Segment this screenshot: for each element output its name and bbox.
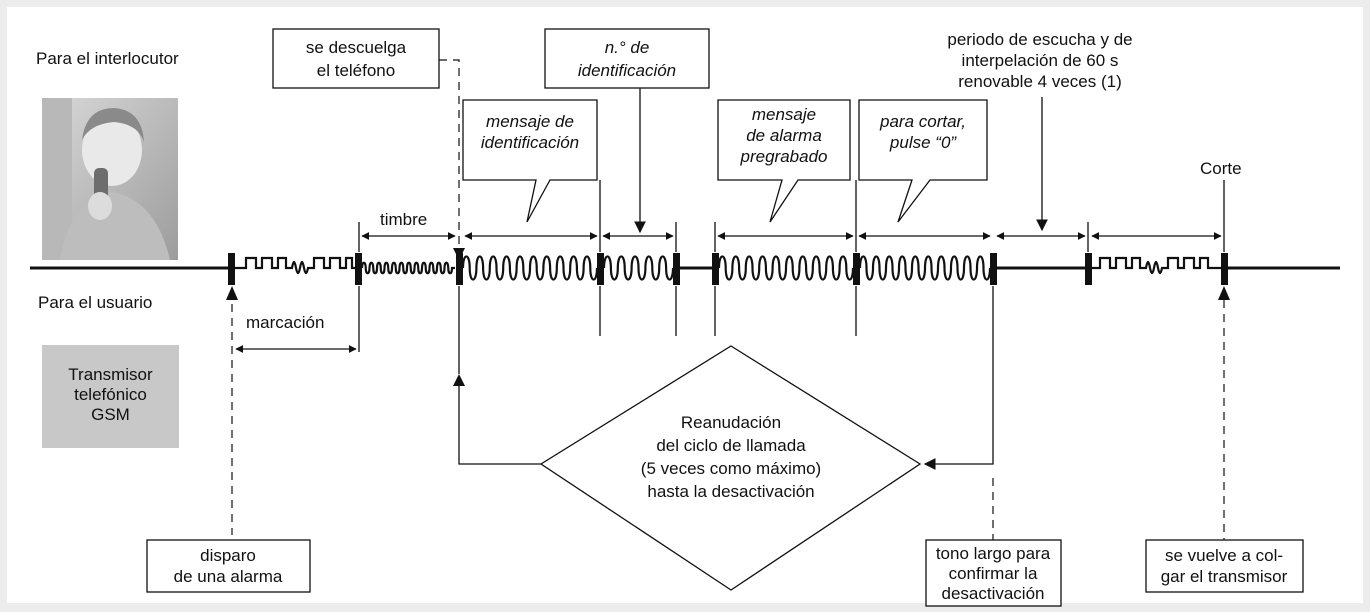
alarm-message-line-2: de alarma [746, 126, 822, 145]
descuelga-box [272, 28, 440, 89]
descuelga-pointer [439, 59, 460, 248]
duration-arrows [235, 232, 1222, 353]
long-tone-line-3: desactivación [941, 584, 1044, 603]
identification-message-signal [461, 255, 599, 281]
alarm-trigger-line-1: disparo [200, 546, 256, 565]
hangup-arrowhead [1218, 286, 1230, 300]
descuelga-line-2: el teléfono [317, 61, 395, 80]
retry-loop [453, 286, 994, 470]
alarm-message-signal [717, 255, 855, 281]
corte-label: Corte [1200, 159, 1242, 178]
event-markers [228, 253, 1228, 285]
alarm-message-line-1: mensaje [752, 105, 816, 124]
transmisor-box [42, 345, 179, 448]
listening-period-line-3: renovable 4 veces (1) [958, 72, 1121, 91]
alarm-trigger-box [146, 539, 311, 593]
hangup-box [1145, 539, 1304, 593]
descuelga-arrowhead [453, 248, 465, 260]
alarm-trigger-line-2: de una alarma [174, 567, 283, 586]
id-number-signal [602, 255, 675, 281]
transmisor-line-2: telefónico [74, 385, 147, 404]
identification-message-callout [462, 99, 598, 223]
retry-decision-diamond [539, 345, 922, 591]
id-number-line-2: identificación [578, 61, 676, 80]
transmisor-line-1: Transmisor [68, 365, 153, 384]
hangup-instruction-signal [858, 255, 992, 281]
alarm-trigger-arrowhead [226, 286, 238, 300]
usuario-label: Para el usuario [38, 293, 152, 312]
ring-signal [360, 261, 455, 275]
identification-message-line-1: mensaje de [486, 112, 574, 131]
long-tone-box [925, 539, 1062, 607]
interlocutor-label: Para el interlocutor [36, 49, 179, 68]
diamond-line-4: hasta la desactivación [647, 482, 814, 501]
dialing-signal-1 [232, 256, 358, 275]
long-tone-line-1: tono largo para [936, 544, 1051, 563]
marcacion-label: marcación [246, 313, 324, 332]
woman-on-phone-photo [42, 98, 178, 260]
transmisor-line-3: GSM [91, 405, 130, 424]
hangup-instruction-callout [858, 99, 988, 223]
id-number-line-1: n.° de [605, 38, 650, 57]
diamond-line-3: (5 veces como máximo) [641, 459, 821, 478]
segment-ticks [358, 180, 1225, 352]
diamond-line-1: Reanudación [681, 413, 781, 432]
alarm-message-line-3: pregrabado [740, 147, 828, 166]
hangup-line-1: se vuelve a col- [1165, 546, 1283, 565]
listening-period-line-1: periodo de escucha y de [947, 30, 1132, 49]
identification-message-line-2: identificación [481, 133, 579, 152]
long-tone-line-2: confirmar la [949, 564, 1038, 583]
dialing-signal-2 [1088, 256, 1226, 275]
hangup-instruction-line-1: para cortar, [879, 112, 966, 131]
hangup-instruction-line-2: pulse “0” [889, 133, 957, 152]
listening-period-line-2: interpelación de 60 s [962, 51, 1119, 70]
descuelga-line-1: se descuelga [306, 38, 407, 57]
timbre-label: timbre [380, 210, 427, 229]
diamond-line-2: del ciclo de llamada [656, 436, 806, 455]
alarm-message-callout [717, 99, 851, 223]
hangup-line-2: gar el transmisor [1161, 567, 1288, 586]
id-number-box [544, 28, 710, 89]
